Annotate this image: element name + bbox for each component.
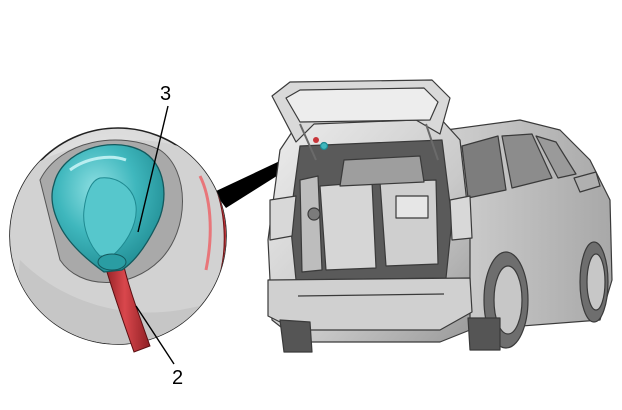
zoom-detail-circle-icon [9, 105, 227, 365]
station-wagon-rear-view-icon [267, 79, 613, 353]
washer-hose-grommet-icon [51, 143, 165, 273]
leader-line-3 [137, 105, 169, 233]
callout-2: 2 [172, 367, 184, 389]
leader-line-2 [135, 305, 175, 365]
washer-hose-icon [103, 257, 151, 353]
callout-3: 3 [160, 83, 172, 105]
